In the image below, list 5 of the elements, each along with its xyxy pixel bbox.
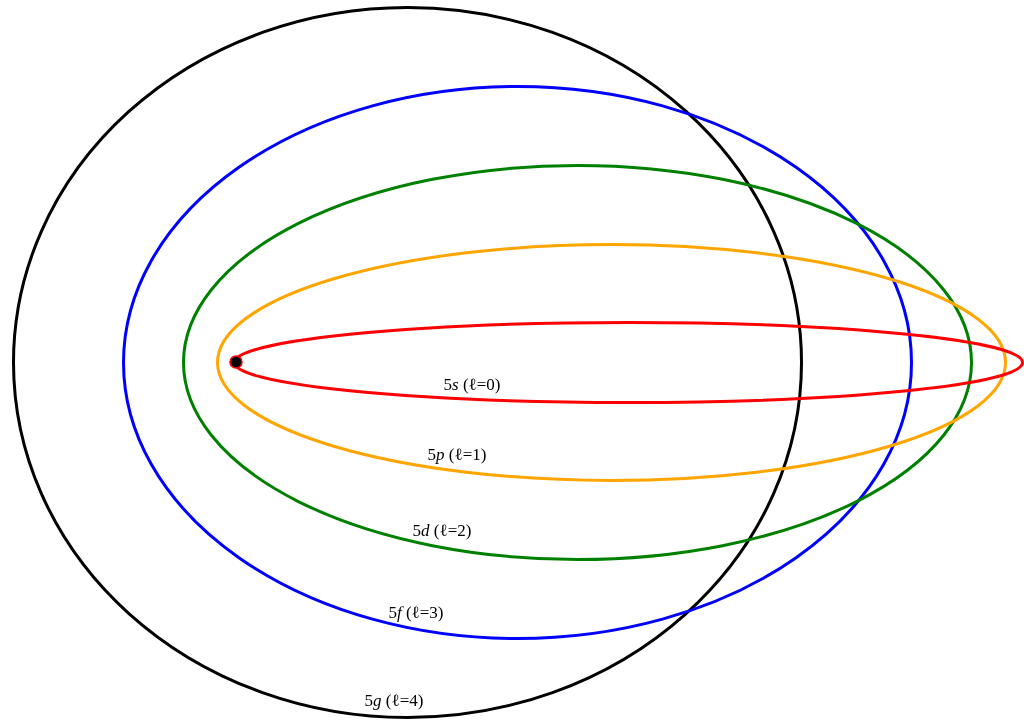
orbit-label: 5s (ℓ=0) (443, 375, 501, 395)
orbit-label: 5f (ℓ=3) (388, 603, 444, 623)
orbit-label: 5p (ℓ=1) (427, 445, 487, 465)
orbit-label: 5g (ℓ=4) (364, 691, 424, 711)
orbit-label: 5d (ℓ=2) (412, 521, 472, 541)
